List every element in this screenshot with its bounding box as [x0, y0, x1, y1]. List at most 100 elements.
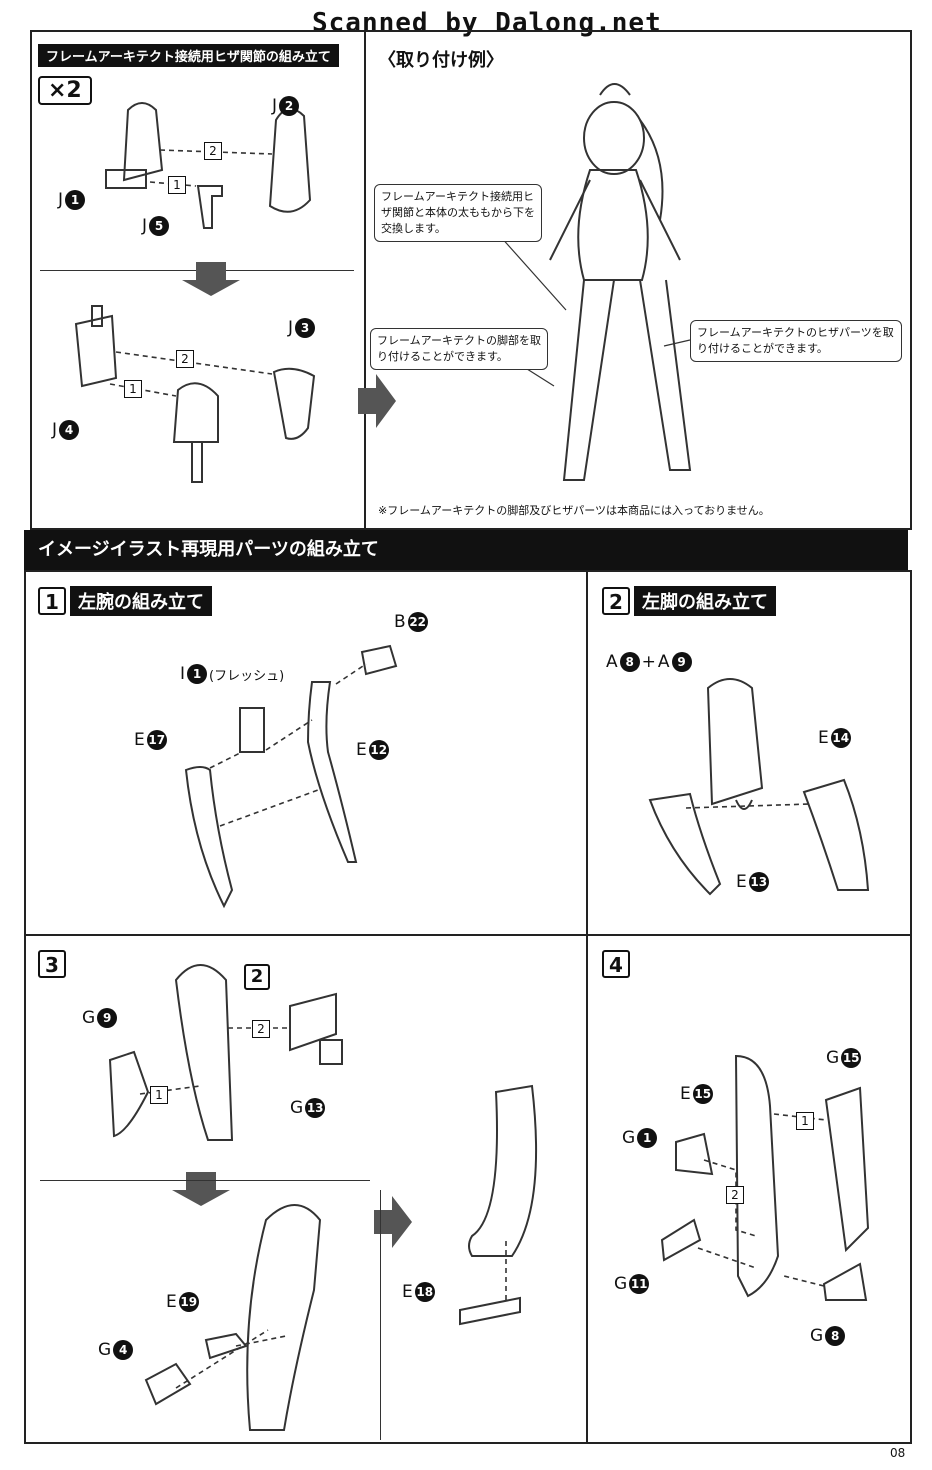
part-number: 8	[619, 652, 640, 672]
step4-sub-1: 1	[796, 1112, 814, 1130]
step-grid-frame	[24, 570, 912, 1444]
callout-knee-parts: フレームアーキテクトのヒザパーツを取り付けることができます。	[690, 320, 902, 362]
part-letter: E	[402, 1282, 413, 1302]
top-frame	[30, 30, 912, 530]
part-note: (フレッシュ)	[209, 668, 285, 684]
part-letter: G	[82, 1008, 96, 1028]
sub-step-1-upper: 1	[168, 176, 186, 194]
part-letter: G	[826, 1048, 840, 1068]
callout-knee-swap: フレームアーキテクト接続用ヒザ関節と本体の太ももから下を交換します。	[374, 184, 542, 242]
watermark: Scanned by Dalong.net	[312, 8, 662, 38]
part-letter: A	[657, 652, 670, 672]
part-number: 2	[279, 96, 300, 116]
part-letter: J	[52, 420, 58, 440]
step-number: 2	[602, 587, 630, 615]
part-number: 3	[295, 318, 316, 338]
multiplier-badge: ×2	[38, 76, 92, 105]
part-number: 1	[187, 664, 208, 684]
part-letter: E	[134, 730, 145, 750]
part-letter: I	[180, 664, 186, 684]
part-number: 18	[414, 1282, 435, 1302]
sub-step-2-upper: 2	[204, 142, 222, 160]
step-number: 4	[602, 950, 630, 978]
sub-step-1-lower: 1	[124, 380, 142, 398]
grid-hline	[24, 934, 910, 936]
part-number: 9	[671, 652, 692, 672]
part-letter: G	[810, 1326, 824, 1346]
page-number: 08	[890, 1446, 906, 1460]
part-letter: E	[680, 1084, 691, 1104]
step3-sub-1: 1	[150, 1086, 168, 1104]
part-letter: G	[622, 1128, 636, 1148]
part-number: 4	[113, 1340, 134, 1360]
part-letter: J	[272, 96, 278, 116]
part-number: 9	[97, 1008, 118, 1028]
step3-header: 3	[38, 950, 66, 978]
part-letter: J	[288, 318, 294, 338]
part-number: 4	[59, 420, 80, 440]
example-title: 〈取り付け例〉	[378, 50, 504, 71]
part-number: 11	[629, 1274, 650, 1294]
part-number: 22	[407, 612, 428, 632]
part-letter: G	[614, 1274, 628, 1294]
part-letter: A	[606, 652, 618, 672]
step3-vline	[380, 1190, 381, 1440]
part-letter: E	[166, 1292, 177, 1312]
part-letter: B	[394, 612, 406, 632]
part-number: 5	[149, 216, 170, 236]
grid-vline	[586, 570, 588, 1442]
part-number: 8	[825, 1326, 846, 1346]
step1-header: 1 左腕の組み立て	[38, 586, 212, 616]
step3-ref-step: 2	[244, 964, 270, 990]
part-letter: G	[98, 1340, 112, 1360]
part-number: 12	[368, 740, 389, 760]
step-number: 3	[38, 950, 66, 978]
plus-sign: +	[641, 652, 656, 672]
step3-sub-2: 2	[252, 1020, 270, 1038]
top-divider	[364, 30, 366, 528]
section-title: イメージイラスト再現用パーツの組み立て	[24, 530, 908, 570]
part-number: 1	[637, 1128, 658, 1148]
part-number: 19	[178, 1292, 199, 1312]
part-letter: E	[356, 740, 367, 760]
step2-header: 2 左脚の組み立て	[602, 586, 776, 616]
knee-joint-title: フレームアーキテクト接続用ヒザ関節の組み立て	[38, 44, 339, 67]
part-number: 15	[841, 1048, 862, 1068]
part-letter: G	[290, 1098, 304, 1118]
step-title: 左腕の組み立て	[70, 586, 212, 616]
part-number: 17	[146, 730, 167, 750]
callout-leg-attach: フレームアーキテクトの脚部を取り付けることができます。	[370, 328, 548, 370]
not-included-note: ※フレームアーキテクトの脚部及びヒザパーツは本商品には入っておりません。	[378, 504, 770, 517]
step4-header: 4	[602, 950, 630, 978]
part-letter: J	[58, 190, 64, 210]
part-number: 13	[748, 872, 769, 892]
part-number: 14	[830, 728, 851, 748]
part-letter: J	[142, 216, 148, 236]
part-number: 15	[692, 1084, 713, 1104]
part-letter: E	[736, 872, 747, 892]
part-number: 13	[305, 1098, 326, 1118]
sub-step-2-lower: 2	[176, 350, 194, 368]
step-number: 1	[38, 587, 66, 615]
part-letter: E	[818, 728, 829, 748]
part-number: 1	[65, 190, 86, 210]
